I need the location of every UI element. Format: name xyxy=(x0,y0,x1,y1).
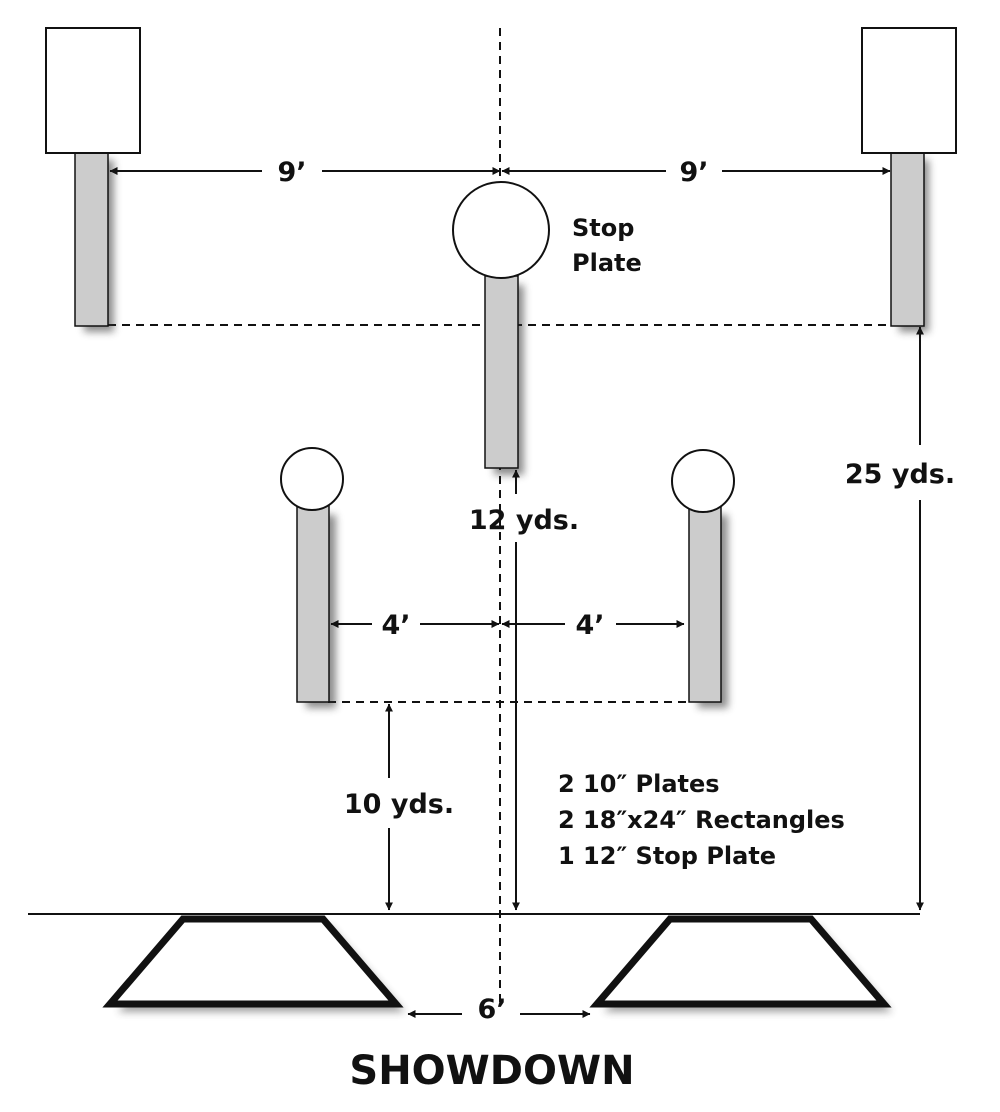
plate-target-right-post xyxy=(688,504,722,703)
dim-9ft-right-label: 9’ xyxy=(679,157,708,188)
rectangle-target-left-post xyxy=(74,152,109,327)
plate-target-right xyxy=(671,449,735,708)
dim-6ft-label: 6’ xyxy=(477,994,506,1025)
stop-plate-post xyxy=(484,275,519,469)
rectangle-target-right xyxy=(861,27,957,332)
plate-target-left xyxy=(280,447,344,708)
shooting-box-left xyxy=(102,915,405,1012)
targets-list-line1: 2 10″ Plates xyxy=(558,770,720,798)
stop-plate-label-line2: Plate xyxy=(572,249,642,277)
stop-plate-target xyxy=(452,181,550,475)
shooting-box-right xyxy=(589,915,892,1012)
shooting-box-right-outline xyxy=(589,915,892,1008)
stop-plate-circle xyxy=(452,181,550,279)
targets-list-line2: 2 18″x24″ Rectangles xyxy=(558,806,845,834)
dim-10yds-label: 10 yds. xyxy=(344,789,454,820)
plate-target-left-circle xyxy=(280,447,344,511)
rectangle-target-left xyxy=(45,27,141,332)
stage-title: SHOWDOWN xyxy=(349,1048,634,1094)
dim-25yds-label: 25 yds. xyxy=(845,459,955,490)
rectangle-target-right-face xyxy=(861,27,957,154)
rectangle-target-right-post xyxy=(890,152,925,327)
stop-plate-label-line1: Stop xyxy=(572,214,634,242)
dim-9ft-left-label: 9’ xyxy=(277,157,306,188)
dim-12yds-label: 12 yds. xyxy=(469,505,579,536)
targets-list-line3: 1 12″ Stop Plate xyxy=(558,842,776,870)
dim-4ft-left-label: 4’ xyxy=(381,610,410,641)
dim-4ft-right-label: 4’ xyxy=(575,610,604,641)
plate-target-right-circle xyxy=(671,449,735,513)
rectangle-target-left-face xyxy=(45,27,141,154)
plate-target-left-post xyxy=(296,504,330,703)
shooting-box-left-outline xyxy=(102,915,404,1008)
